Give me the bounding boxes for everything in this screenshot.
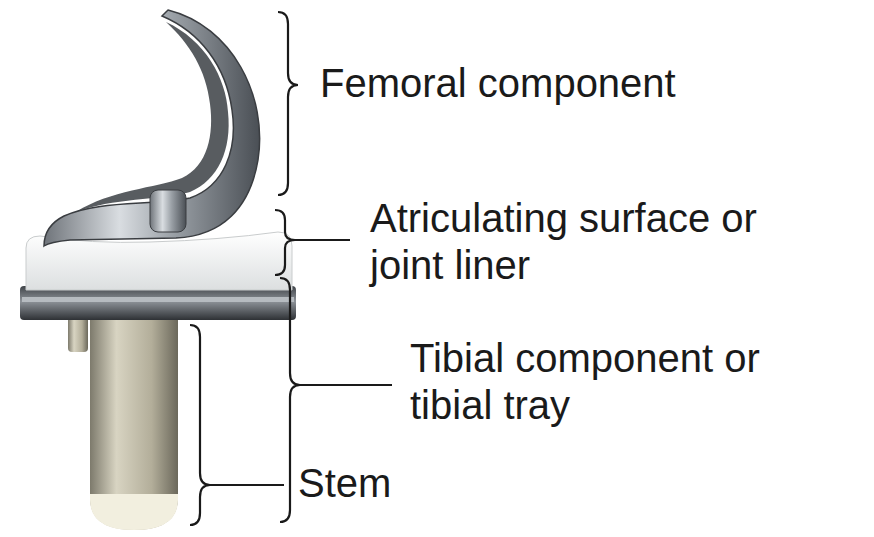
femoral-part	[44, 10, 260, 246]
femoral-bracket	[278, 12, 298, 195]
leader-line	[295, 239, 350, 241]
leader-line	[210, 484, 284, 486]
liner-bracket	[275, 210, 295, 275]
part-label: Femoral component	[320, 60, 676, 107]
tibial-peg	[68, 316, 88, 352]
stem-part	[68, 316, 178, 530]
part-label: Tibial component or tibial tray	[410, 335, 790, 429]
femoral-cam	[150, 190, 186, 232]
part-label: Stem	[298, 460, 391, 507]
femoral-inner	[76, 22, 229, 212]
tibial-tray-part	[20, 286, 296, 320]
femoral-shell	[44, 10, 260, 246]
stem-shaft	[90, 316, 178, 530]
leader-line	[300, 384, 392, 386]
stem-tip	[90, 494, 178, 530]
tray-plate	[20, 286, 296, 320]
stem-bracket	[190, 325, 210, 525]
part-label: Atriculating surface or joint liner	[370, 195, 800, 289]
tray-stripe	[22, 297, 294, 302]
